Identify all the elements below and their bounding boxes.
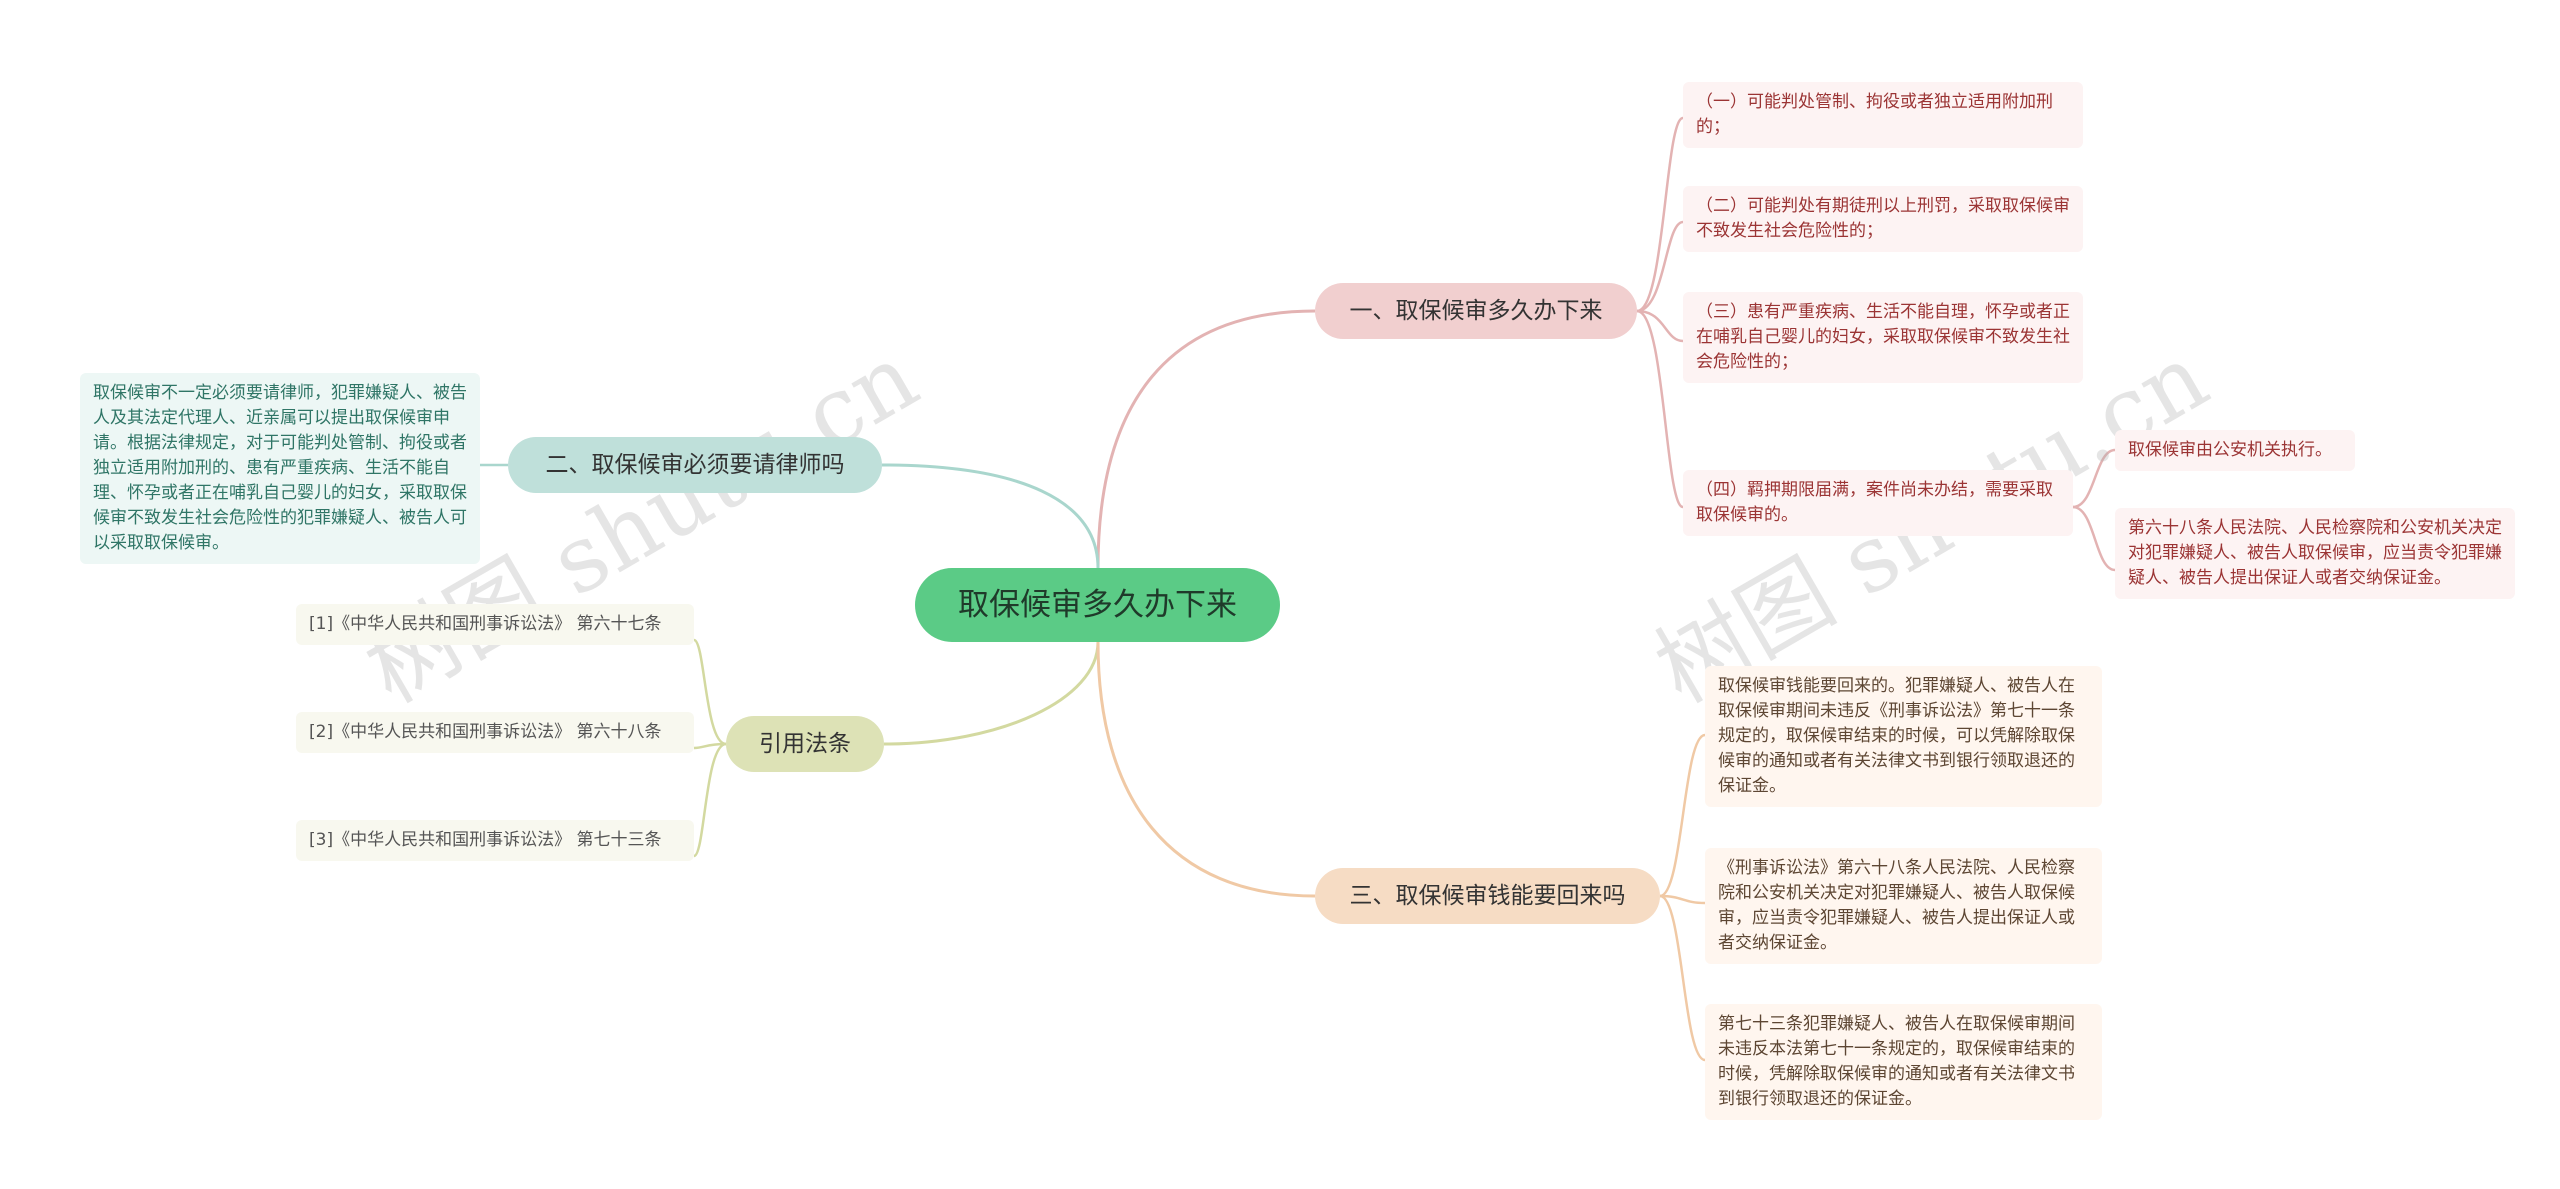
link-root-b4 [1096, 641, 1316, 898]
branch-money-back[interactable]: 三、取保候审钱能要回来吗 [1315, 868, 1660, 924]
leaf-condition-1[interactable]: （一）可能判处管制、拘役或者独立适用附加刑的； [1683, 82, 2083, 148]
leaf-executed-by-police[interactable]: 取保候审由公安机关执行。 [2115, 430, 2355, 471]
citation-1[interactable]: [1]《中华人民共和国刑事诉讼法》 第六十七条 [296, 604, 694, 645]
root-topic[interactable]: 取保候审多久办下来 [915, 568, 1280, 642]
link-b3-o2 [693, 742, 727, 750]
citation-2[interactable]: [2]《中华人民共和国刑事诉讼法》 第六十八条 [296, 712, 694, 753]
link-root-b1 [1096, 309, 1316, 569]
link-l4-l4a [2072, 448, 2116, 509]
link-root-b3 [883, 641, 1100, 746]
link-l4-l4b [2072, 505, 2116, 572]
branch-need-lawyer[interactable]: 二、取保候审必须要请律师吗 [508, 437, 882, 493]
branch-citations[interactable]: 引用法条 [726, 716, 884, 772]
leaf-condition-2[interactable]: （二）可能判处有期徒刑以上刑罚，采取取保候审不致发生社会危险性的； [1683, 186, 2083, 252]
leaf-condition-4[interactable]: （四）羁押期限届满，案件尚未办结，需要采取取保候审的。 [1683, 470, 2073, 536]
link-b4-r2 [1659, 894, 1706, 905]
link-root-b2 [881, 463, 1100, 569]
link-b1-l4 [1636, 309, 1684, 509]
link-b4-r3 [1659, 894, 1706, 1062]
branch-how-long[interactable]: 一、取保候审多久办下来 [1315, 283, 1637, 339]
leaf-article-73[interactable]: 第七十三条犯罪嫌疑人、被告人在取保候审期间未违反本法第七十一条规定的，取保候审结… [1705, 1004, 2102, 1120]
link-b1-l2 [1636, 220, 1684, 313]
leaf-money-answer[interactable]: 取保候审钱能要回来的。犯罪嫌疑人、被告人在取保候审期间未违反《刑事诉讼法》第七十… [1705, 666, 2102, 807]
link-b1-l1 [1636, 116, 1684, 313]
leaf-lawyer-answer[interactable]: 取保候审不一定必须要请律师，犯罪嫌疑人、被告人及其法定代理人、近亲属可以提出取保… [80, 373, 480, 564]
citation-3[interactable]: [3]《中华人民共和国刑事诉讼法》 第七十三条 [296, 820, 694, 861]
leaf-article-68[interactable]: 第六十八条人民法院、人民检察院和公安机关决定对犯罪嫌疑人、被告人取保候审，应当责… [2115, 508, 2515, 599]
link-b3-o3 [692, 742, 727, 858]
link-b3-o1 [692, 638, 727, 746]
link-b1-l3 [1636, 309, 1684, 343]
leaf-condition-3[interactable]: （三）患有严重疾病、生活不能自理，怀孕或者正在哺乳自己婴儿的妇女，采取取保候审不… [1683, 292, 2083, 383]
leaf-procedure-law-68[interactable]: 《刑事诉讼法》第六十八条人民法院、人民检察院和公安机关决定对犯罪嫌疑人、被告人取… [1705, 848, 2102, 964]
link-b4-r1 [1659, 733, 1706, 898]
